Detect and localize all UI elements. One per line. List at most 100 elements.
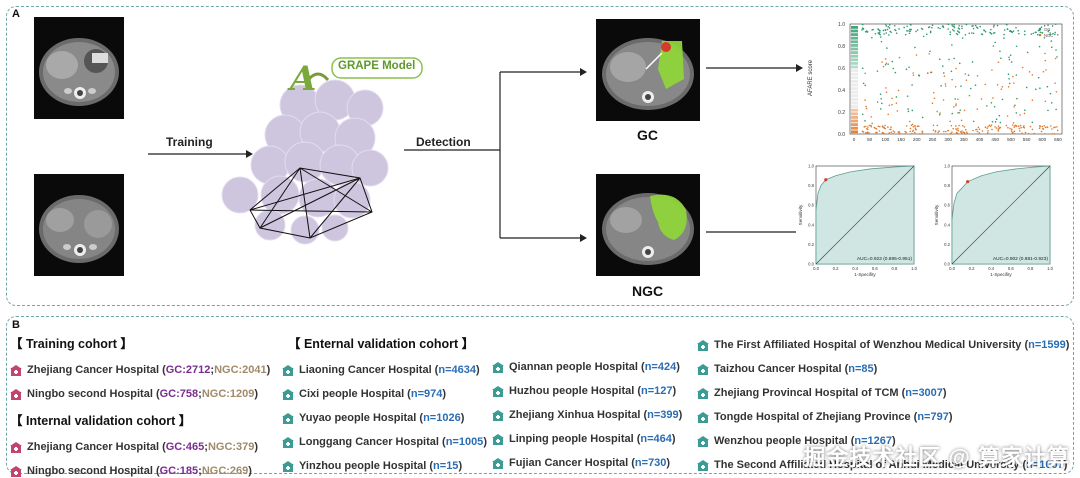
ngc-point [1042, 127, 1044, 130]
legend-label: GC [1044, 27, 1050, 32]
hospital-name: Cixi people Hospital ( [299, 388, 411, 400]
gc-point [925, 33, 928, 36]
ngc-point [1023, 112, 1026, 115]
ngc-point [878, 125, 881, 128]
ngc-point [966, 132, 969, 135]
ngc-point [1021, 66, 1024, 69]
ngc-point [988, 124, 991, 127]
gc-point [910, 28, 912, 31]
gc-point [947, 23, 950, 26]
ngc-point [917, 125, 920, 128]
ngc-point [1042, 70, 1045, 73]
hospital-icon [697, 339, 709, 351]
ngc-point [1044, 126, 1047, 129]
gc-point [990, 101, 993, 104]
gc-point [979, 25, 981, 28]
gc-point [929, 31, 932, 34]
ngc-point [914, 127, 917, 129]
ngc-point [881, 125, 884, 127]
density-cell [851, 116, 858, 119]
gc-point [1049, 33, 1051, 36]
roc-diagonal [815, 165, 915, 265]
y-tick-label: 0.8 [944, 183, 950, 188]
ngc-point [942, 99, 945, 101]
ngc-point [1006, 115, 1009, 117]
external-hospital-row: Zhejiang Xinhua Hospital (n=399) [492, 403, 682, 427]
density-cell [851, 94, 858, 98]
gc-point [1055, 108, 1057, 111]
panel-b [6, 316, 1074, 474]
x-tick-label: 0 [853, 137, 856, 142]
hospital-icon [697, 411, 709, 423]
gc-point [956, 30, 959, 32]
ngc-point [1054, 57, 1057, 60]
gc-point [953, 30, 955, 32]
gc-point [1003, 37, 1005, 39]
gc-point [904, 33, 907, 36]
external-hospital-row: Zhejiang Provincal Hospital of TCM (n=30… [697, 381, 1069, 405]
gc-point [883, 33, 885, 35]
paren-close: ) [254, 388, 259, 400]
external-hospital-row: Tongde Hospital of Zhejiang Province (n=… [697, 405, 1069, 429]
hospital-name: Linping people Hospital ( [509, 433, 641, 445]
ngc-point [932, 124, 935, 127]
gc-point [968, 32, 971, 35]
y-tick-label: 1.0 [838, 22, 845, 28]
separator: ; [198, 388, 202, 400]
ngc-point [1050, 125, 1052, 127]
gc-point [972, 32, 975, 35]
ngc-point [963, 132, 966, 134]
ngc-point [911, 123, 914, 126]
gc-point [866, 31, 868, 33]
ngc-point [999, 126, 1002, 129]
panel-a-letter: A [12, 8, 20, 20]
gc-point [1015, 74, 1018, 76]
ngc-point [1041, 125, 1044, 128]
ngc-point [890, 126, 892, 128]
ngc-point [867, 126, 869, 128]
ngc-point [1056, 126, 1058, 128]
ngc-point [864, 72, 867, 75]
gc-point [949, 31, 952, 33]
hospital-name: Yuyao people Hospital ( [299, 412, 424, 424]
ngc-point [884, 124, 886, 127]
ngc-point [870, 125, 873, 128]
roc-operating-point [824, 178, 828, 182]
ngc-point [916, 125, 919, 128]
gc-point [1043, 37, 1046, 39]
density-cell [851, 119, 858, 123]
external-hospital-row: Longgang Cancer Hospital (n=1005) [282, 430, 487, 454]
ngc-point [1012, 75, 1014, 78]
ngc-point [909, 127, 912, 130]
roc-xlabel: 1-Specifity [854, 272, 876, 277]
ngc-point [1014, 132, 1016, 135]
density-cell [851, 33, 858, 36]
ngc-point [952, 127, 955, 130]
paren-close: ) [442, 388, 447, 400]
gc-point [953, 57, 955, 60]
ngc-point [912, 129, 915, 132]
panel-b-letter: B [12, 319, 20, 331]
gc-point [953, 26, 956, 29]
ct-scan-top [34, 17, 124, 119]
ngc-point [992, 97, 994, 99]
gc-point [910, 24, 912, 26]
ngc-point [896, 110, 899, 112]
ngc-point [972, 129, 974, 132]
ngc-point [1005, 124, 1008, 127]
gc-point [938, 58, 941, 60]
detection-label: Detection [416, 135, 471, 149]
ngc-point [866, 131, 869, 134]
gc-point [1006, 28, 1009, 31]
gc-point [1046, 85, 1049, 88]
gc-point [906, 95, 909, 97]
gc-point [1015, 45, 1018, 48]
paren-close: ) [678, 409, 683, 421]
ngc-point [1011, 128, 1013, 131]
density-cell [851, 36, 858, 40]
gc-point [960, 85, 962, 87]
gc-point [961, 25, 963, 27]
paren-close: ) [672, 385, 677, 397]
